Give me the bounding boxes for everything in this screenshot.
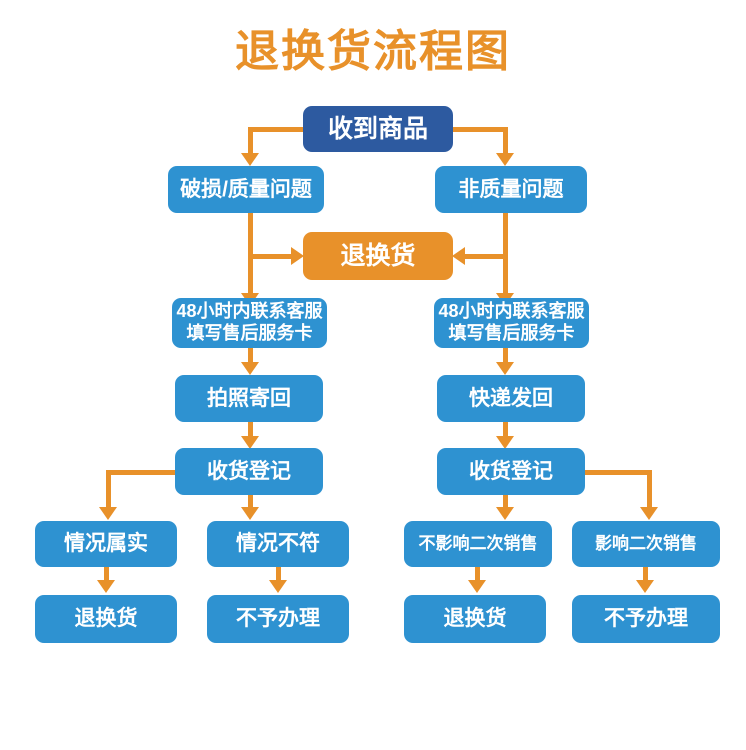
connector-right-service-to-ship [503, 348, 508, 364]
node-left-ship-back: 拍照寄回 [175, 375, 323, 422]
connector-start-left-horizontal [248, 127, 305, 132]
arrow-left-cond1-to-result [97, 580, 115, 593]
arrow-right-cond1-to-result [468, 580, 486, 593]
node-right-result-1: 退换货 [404, 595, 546, 643]
arrow-left-service-to-ship [241, 362, 259, 375]
node-right-result-2: 不予办理 [572, 595, 720, 643]
arrow-left-ship-to-receipt [241, 436, 259, 449]
connector-left-into-merge [248, 254, 293, 259]
connector-right-cond1-to-result [475, 567, 480, 582]
arrow-to-left-condition-2 [241, 507, 259, 520]
node-right-receipt-registration: 收货登记 [437, 448, 585, 495]
connector-right-receipt-split-right-down [647, 470, 652, 510]
arrow-right-cond2-to-result [636, 580, 654, 593]
connector-left-receipt-split-mid-down [248, 495, 253, 510]
arrow-to-right-condition-1 [496, 507, 514, 520]
node-branch-right: 非质量问题 [435, 166, 587, 213]
node-start: 收到商品 [303, 106, 453, 152]
node-left-condition-1: 情况属实 [35, 521, 177, 567]
connector-left-cond2-to-result [276, 567, 281, 582]
node-branch-left: 破损/质量问题 [168, 166, 324, 213]
connector-right-cond2-to-result [643, 567, 648, 582]
page-title: 退换货流程图 [235, 27, 511, 76]
arrow-right-into-merge [452, 247, 465, 265]
connector-right-into-merge [463, 254, 508, 259]
node-right-service-card: 48小时内联系客服 填写售后服务卡 [434, 298, 589, 348]
node-left-result-2: 不予办理 [207, 595, 349, 643]
connector-right-ship-to-receipt [503, 422, 508, 438]
connector-left-service-to-ship [248, 348, 253, 364]
node-left-condition-2: 情况不符 [207, 521, 349, 567]
node-left-receipt-registration: 收货登记 [175, 448, 323, 495]
connector-start-right-horizontal [451, 127, 508, 132]
connector-start-left-vertical [248, 127, 253, 155]
connector-left-receipt-split-left-down [106, 470, 111, 510]
node-merge: 退换货 [303, 232, 453, 280]
arrow-left-cond2-to-result [269, 580, 287, 593]
arrow-to-left-condition-1 [99, 507, 117, 520]
connector-left-receipt-split-horizontal [106, 470, 178, 475]
connector-left-ship-to-receipt [248, 422, 253, 438]
node-right-condition-2: 影响二次销售 [572, 521, 720, 567]
node-left-service-card: 48小时内联系客服 填写售后服务卡 [172, 298, 327, 348]
arrow-to-right-condition-2 [640, 507, 658, 520]
arrow-right-ship-to-receipt [496, 436, 514, 449]
arrow-left-into-merge [291, 247, 304, 265]
connector-start-right-vertical [503, 127, 508, 155]
connector-right-receipt-split-mid-down [503, 495, 508, 510]
node-left-result-1: 退换货 [35, 595, 177, 643]
connector-left-cond1-to-result [104, 567, 109, 582]
node-right-ship-back: 快递发回 [437, 375, 585, 422]
arrow-right-service-to-ship [496, 362, 514, 375]
arrow-start-to-left-branch [241, 153, 259, 166]
node-right-condition-1: 不影响二次销售 [404, 521, 552, 567]
arrow-start-to-right-branch [496, 153, 514, 166]
connector-right-receipt-split-horizontal [580, 470, 652, 475]
